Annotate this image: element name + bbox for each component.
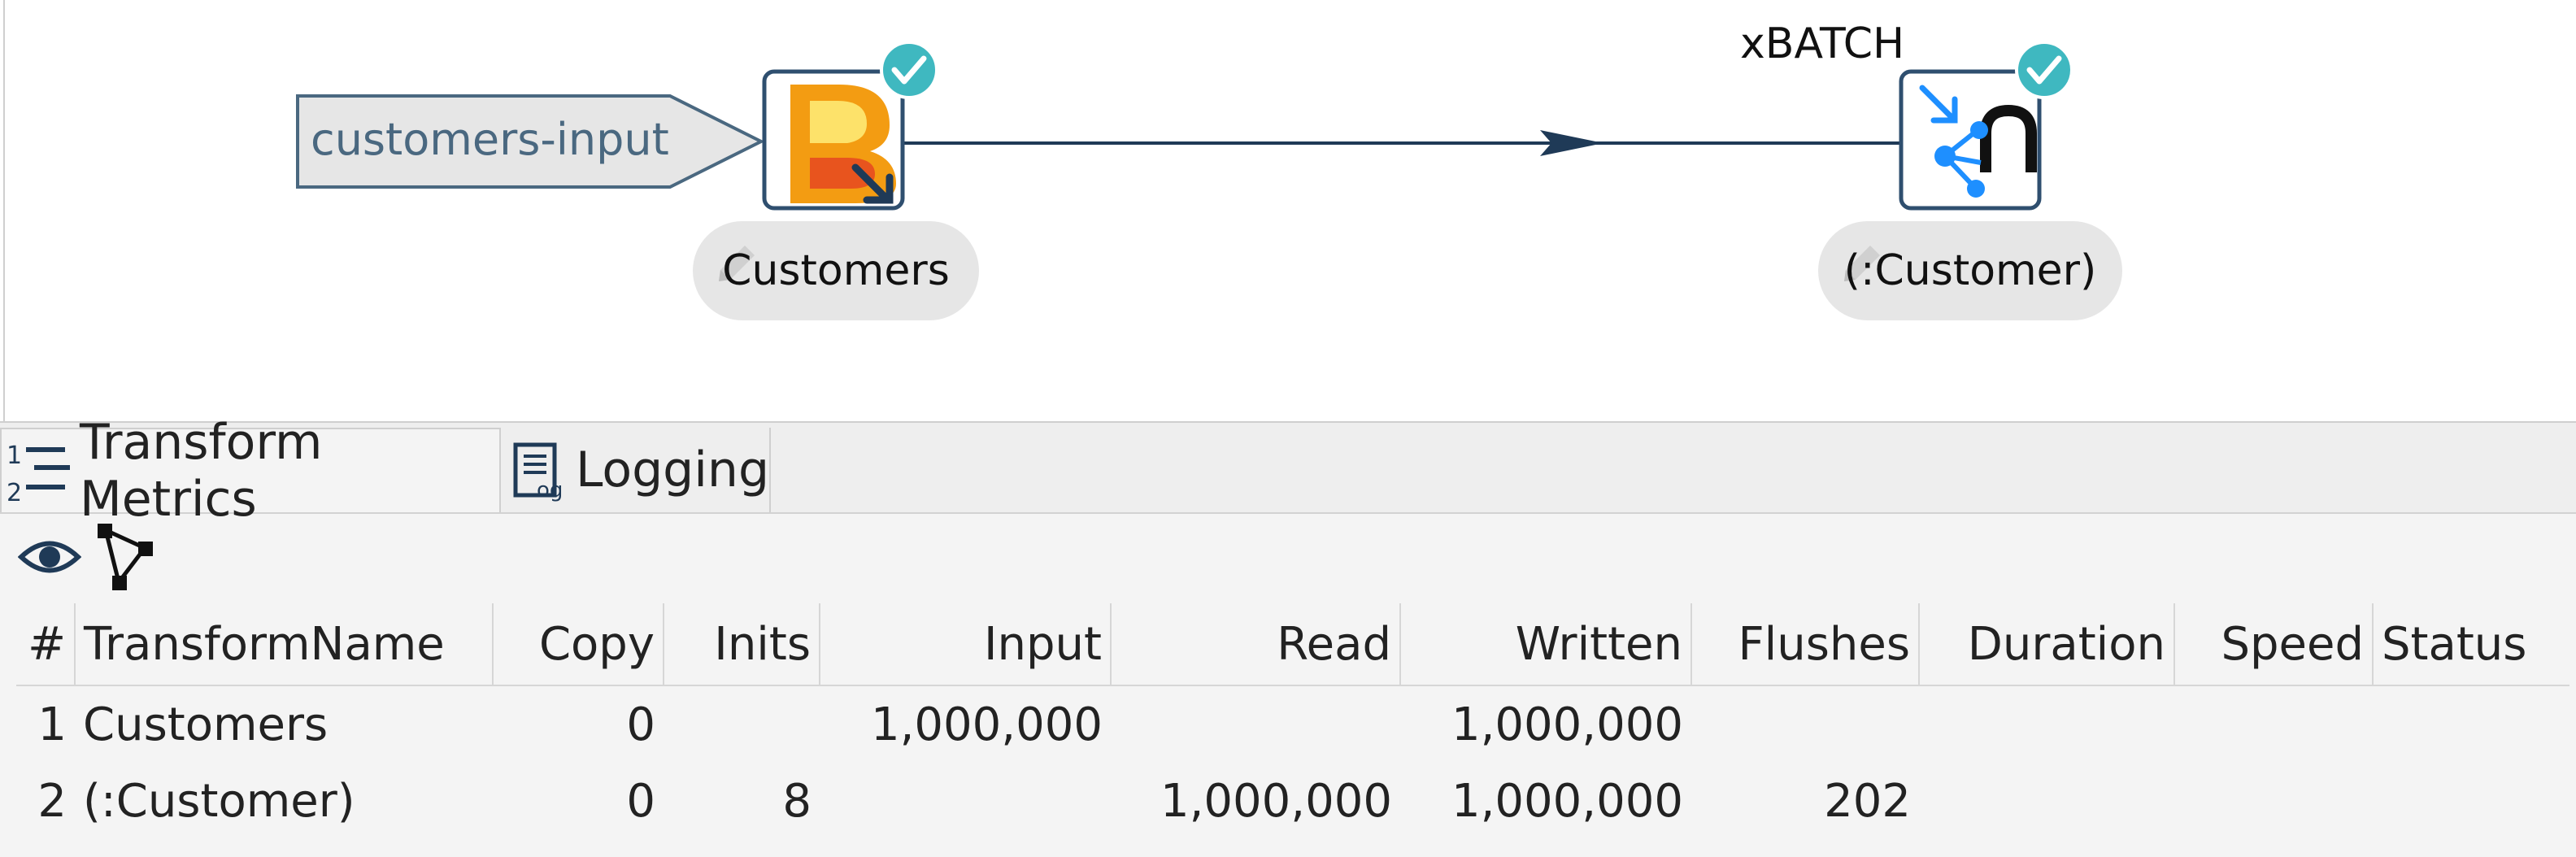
svg-text:1: 1 [7, 442, 22, 470]
table-cell: (:Customer) [83, 774, 355, 828]
table-cell: 202 [1824, 774, 1911, 828]
svg-text:2: 2 [7, 479, 22, 507]
table-cell [2174, 763, 2373, 839]
table-cell: 1,000,000 [1451, 774, 1683, 828]
table-cell: 1,000,000 [1451, 698, 1683, 751]
table-cell [2373, 685, 2569, 763]
success-check-icon [2015, 41, 2073, 99]
table-cell: 1 [37, 698, 67, 751]
table-cell: Customers [83, 698, 329, 751]
table-cell: 0 [626, 698, 655, 751]
table-cell: 1,000,000 [870, 698, 1103, 751]
table-cell [1691, 685, 1919, 763]
table-cell [664, 685, 820, 763]
numbered-list-icon: 1 2 [7, 442, 70, 507]
hop-arrow [1540, 130, 1603, 156]
neo4j-output-icon [1919, 85, 2037, 198]
table-cell [1919, 763, 2174, 839]
node-label-text: Customers [722, 246, 950, 295]
table-cell [2174, 685, 2373, 763]
node-label-customers[interactable]: Customers [693, 221, 979, 320]
table-cell: 0 [626, 774, 655, 828]
table-cell [2373, 763, 2569, 839]
table-cell [1919, 685, 2174, 763]
customer-node[interactable] [1899, 41, 2073, 211]
success-check-icon [880, 41, 938, 99]
column-header[interactable]: Status [2373, 603, 2569, 686]
column-header[interactable]: Read [1111, 603, 1401, 686]
column-header[interactable]: Duration [1919, 603, 2175, 686]
customers-node[interactable] [762, 41, 938, 211]
customers-icon [790, 85, 896, 204]
pencil-icon [719, 246, 755, 281]
table-row[interactable]: 2 (:Customer) 0 8 1,000,000 1,000,000 20… [16, 763, 2569, 839]
table-row[interactable]: 1 Customers 0 1,000,000 1,000,000 [16, 685, 2569, 763]
tab-label: Logging [576, 442, 770, 498]
tab-label: Transform Metrics [80, 414, 323, 528]
transform-metrics-table: # TransformName Copy Inits Input Read Wr… [16, 603, 2569, 839]
metrics-toolbar [0, 514, 2576, 603]
table-cell: 1,000,000 [1160, 774, 1392, 828]
customers-input-tag[interactable] [296, 94, 765, 189]
column-header[interactable]: Input [820, 603, 1112, 686]
column-header[interactable]: Inits [664, 603, 820, 686]
tab-logging[interactable]: og Logging [504, 428, 771, 512]
table-cell [820, 763, 1111, 839]
eye-icon[interactable] [18, 530, 81, 584]
svg-text:og: og [537, 478, 563, 502]
column-header[interactable]: Speed [2174, 603, 2374, 686]
pencil-icon [1844, 246, 1880, 281]
pipeline-canvas[interactable]: customers-input xBATCH Customers (:Custo… [3, 0, 2576, 421]
canvas-graphics [296, 41, 2073, 211]
column-header[interactable]: Copy [493, 603, 664, 686]
table-cell [1111, 685, 1400, 763]
node-label-text: (:Customer) [1843, 246, 2097, 295]
node-label-customer[interactable]: (:Customer) [1818, 221, 2122, 320]
column-header[interactable]: Flushes [1691, 603, 1920, 686]
table-cell: 8 [782, 774, 812, 828]
table-header-row: # TransformName Copy Inits Input Read Wr… [16, 603, 2569, 686]
log-icon: og [513, 442, 563, 502]
transform-graph-icon[interactable] [96, 522, 158, 592]
column-header[interactable]: TransformName [75, 603, 494, 686]
results-tabbar: 1 2 Transform Metrics og Logging [0, 414, 2576, 528]
table-cell: 2 [37, 774, 67, 828]
input-tag-label: customers-input [311, 114, 669, 165]
column-header[interactable]: Written [1400, 603, 1692, 686]
column-header[interactable]: # [16, 603, 76, 686]
tab-transform-metrics[interactable]: 1 2 Transform Metrics [0, 414, 501, 528]
node-caption-xbatch: xBATCH [1740, 20, 1905, 68]
execution-results-panel: 1 2 Transform Metrics og Logging [0, 414, 2576, 857]
